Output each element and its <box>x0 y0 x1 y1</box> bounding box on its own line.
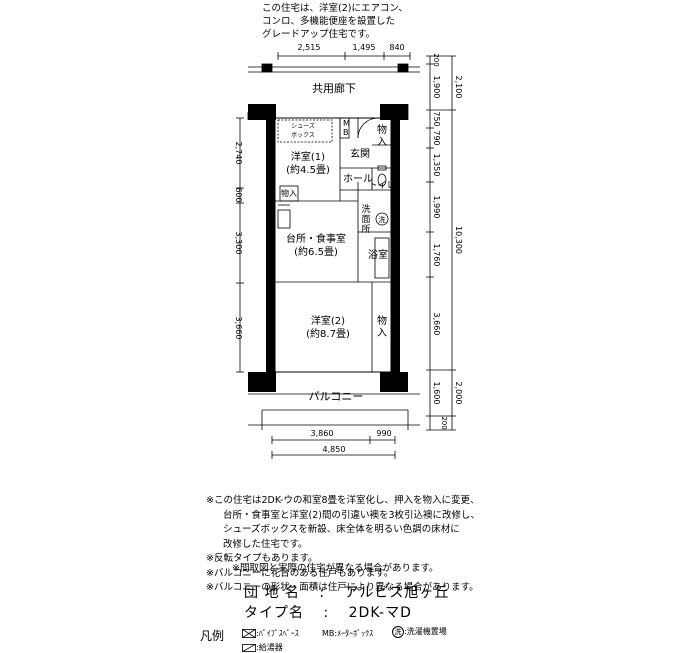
legend-mb: MB:ﾒｰﾀｰﾎﾞｯｸｽ <box>322 629 374 638</box>
dim-bottom-total: 4,850 <box>323 445 346 454</box>
dim-right-inner: 3,660 <box>432 313 441 336</box>
wall-column <box>248 372 276 392</box>
separator: : <box>323 605 330 621</box>
wall-column <box>248 104 276 120</box>
type-name-row: タイプ名 : 2DK-マD <box>244 602 412 622</box>
dim-right-inner: 1,350 <box>432 154 441 177</box>
dim-left: 3,660 <box>234 317 243 340</box>
room-kitchen: (約6.5畳) <box>294 245 338 258</box>
room-washroom: 所 <box>361 224 370 235</box>
room-entrance: 玄関 <box>350 147 370 160</box>
complex-value: アルビス旭ヶ丘 <box>344 585 450 601</box>
room-storage-small: 物入 <box>281 188 297 198</box>
dim-top: 840 <box>389 43 404 52</box>
dim-right-inner: 1,900 <box>432 76 441 99</box>
meter-box-label: B <box>343 128 349 137</box>
type-label: タイプ名 <box>244 605 304 621</box>
room-toilet: トイレ <box>368 181 395 191</box>
note-line: ※この住宅は2DK-ウの和室8畳を洋室化し、押入を物入に変更、 <box>206 495 480 506</box>
room-western2: 洋室(2) <box>311 314 345 327</box>
room-washroom: 洗 <box>361 203 370 215</box>
header-note-line: コンロ、多機能便座を設置した <box>262 16 396 27</box>
room-balcony: バルコニー <box>309 390 364 403</box>
dim-right-inner: 750 <box>432 111 441 126</box>
legend-washer: 洗:洗濯機置場 <box>392 626 447 638</box>
caveat: ※間取図と実際の住宅が異なる場合があります。 <box>232 563 439 574</box>
note-line: シューズボックスを新設、床全体を明るい色調の床材に <box>223 524 460 535</box>
header-note-line: この住宅は、洋室(2)にエアコン、 <box>262 3 408 14</box>
notes: ※この住宅は2DK-ウの和室8畳を洋室化し、押入を物入に変更、 台所・食事室と洋… <box>206 494 480 596</box>
dim-left: 600 <box>234 187 243 202</box>
dim-right-outer: 2,000 <box>454 382 463 405</box>
legend-label: 凡例 <box>200 629 225 643</box>
header-note: この住宅は、洋室(2)にエアコン、 コンロ、多機能便座を設置した グレードアップ… <box>262 2 462 41</box>
dim-right-inner: 1,760 <box>432 244 441 267</box>
complex-name-row: 団 地 名 : アルビス旭ヶ丘 <box>244 582 449 602</box>
dim-bottom: 990 <box>376 429 391 438</box>
separator: : <box>319 585 326 601</box>
room-western2: (約8.7畳) <box>306 327 350 340</box>
dim-right-outer: 2,100 <box>454 76 463 99</box>
meter-box-label: M <box>343 119 350 128</box>
room-bath: 浴室 <box>368 248 388 261</box>
header-note-line: グレードアップ住宅です。 <box>262 29 376 40</box>
dim-bottom: 3,860 <box>311 429 334 438</box>
legend-pipe: :ﾊﾟｲﾌﾟｽﾍﾟｰｽ <box>241 628 299 639</box>
note-line: 改修した住宅です。 <box>223 538 308 550</box>
room-washroom: 面 <box>361 214 370 225</box>
room-hall: ホール <box>343 173 373 185</box>
note-line: ※バルコニーの形状・面積は住戸により異なる場合があります。 <box>206 582 479 593</box>
water-heater-icon <box>241 643 257 652</box>
complex-label: 団 地 名 <box>244 585 300 601</box>
dim-right-inner: 1,600 <box>432 382 441 405</box>
wall <box>266 120 275 372</box>
dim-right-inner: 1,990 <box>432 196 441 219</box>
note-line: ※バルコニーに花台のある住戸もあります。 <box>206 567 394 579</box>
room-shoes-box: ボックス <box>291 131 315 139</box>
room-kitchen: 台所・食事室 <box>286 232 346 245</box>
room-storage-top: 物 <box>377 123 387 136</box>
dim-left: 2,740 <box>234 142 243 165</box>
pipe-space-icon <box>241 628 257 639</box>
legend-heater: :給湯器 <box>241 642 283 653</box>
dim-right-small: 200 <box>440 416 448 429</box>
room-western1: (約4.5畳) <box>286 163 330 176</box>
type-value: 2DK-マD <box>348 605 412 621</box>
washer-mark: 洗 <box>379 215 386 224</box>
room-shoes-box: シューズ <box>291 122 315 130</box>
room-storage-top: 入 <box>377 137 387 148</box>
washer-icon: 洗 <box>392 626 404 638</box>
note-line: 台所・食事室と洋室(2)間の引違い襖を3枚引込襖に改修し、 <box>223 509 481 521</box>
room-storage-right: 物 <box>377 314 387 327</box>
room-western1: 洋室(1) <box>291 150 325 163</box>
room-corridor: 共用廊下 <box>312 81 356 95</box>
dim-right-inner: 790 <box>432 130 441 145</box>
dim-top: 2,515 <box>298 43 321 52</box>
dim-left: 3,300 <box>234 232 243 255</box>
wall-column <box>380 372 408 392</box>
wall <box>391 120 400 372</box>
dim-right-small: 200 <box>432 53 440 66</box>
wall-column <box>380 104 408 120</box>
dim-top: 1,495 <box>353 43 376 52</box>
note-line: ※反転タイプもあります。 <box>206 553 318 564</box>
floor-plan: 共用廊下 シューズ ボックス M B 物 入 玄関 洋室(1) (約4.5畳) … <box>234 43 463 459</box>
dim-right-outer: 10,300 <box>454 226 463 254</box>
room-storage-right: 入 <box>377 328 387 339</box>
